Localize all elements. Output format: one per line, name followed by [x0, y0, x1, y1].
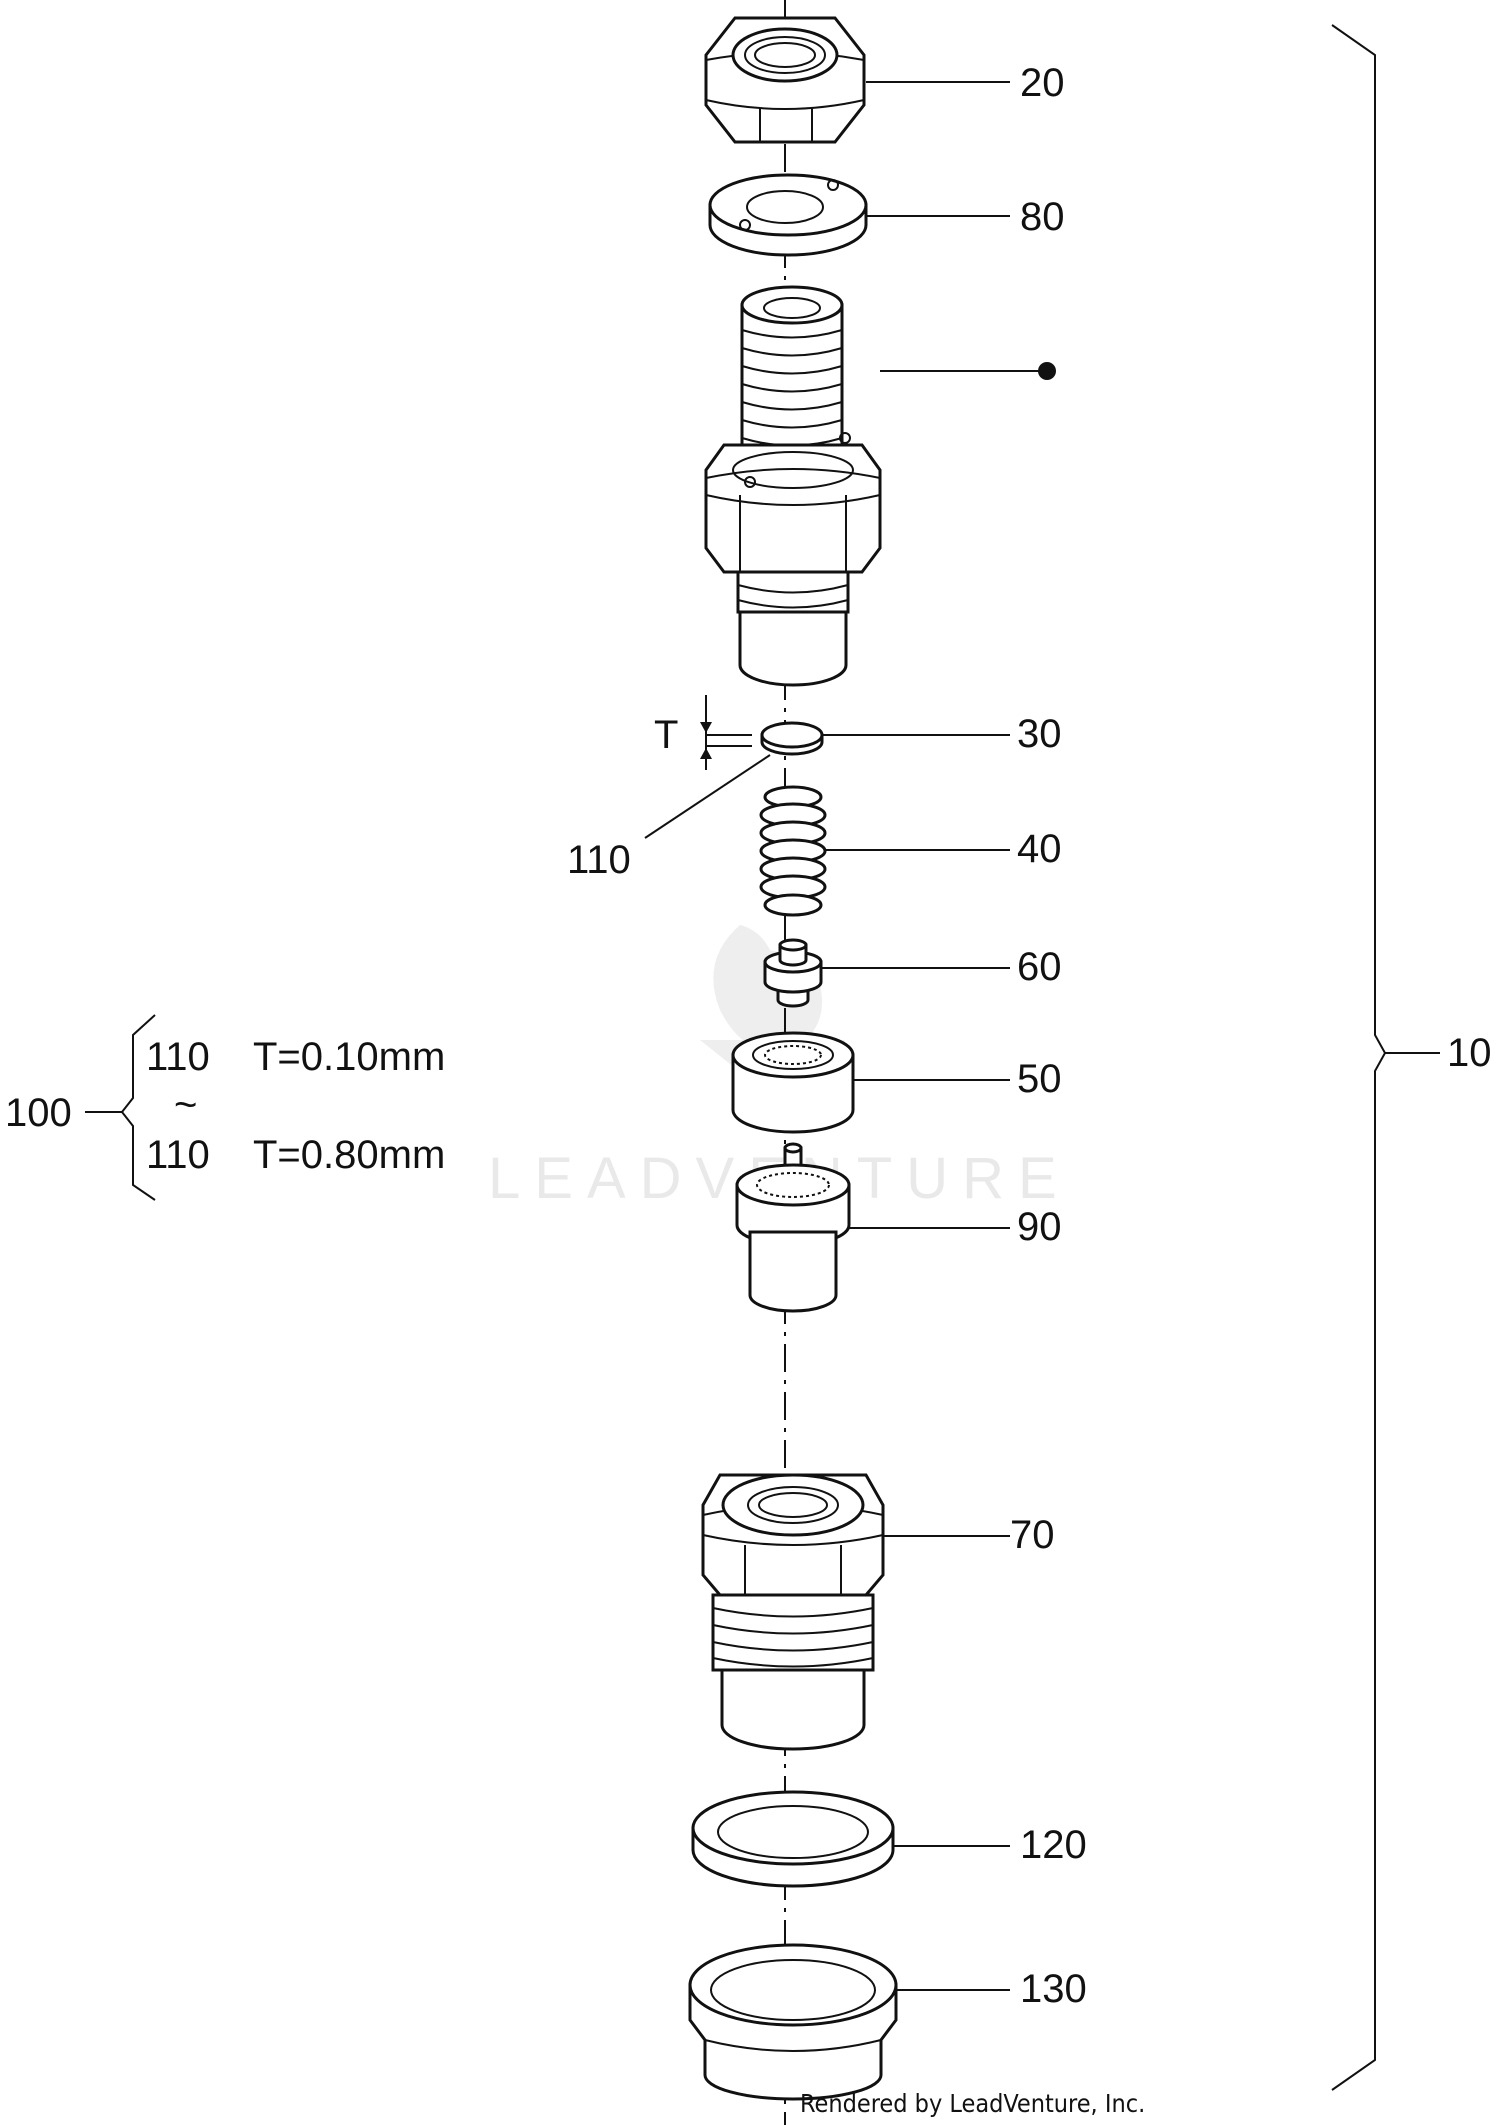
part-nozzle-90[interactable] — [735, 1142, 851, 1313]
callout-70: 70 — [1010, 1513, 1055, 1557]
callout-110: 110 — [567, 838, 631, 882]
callout-20: 20 — [1020, 61, 1065, 105]
thickness-dimension: T — [654, 695, 752, 770]
callout-90: 90 — [1017, 1205, 1062, 1249]
shim-row2-part: 110 — [146, 1133, 210, 1177]
assembly-bracket — [1331, 24, 1387, 2091]
part-gasket-120[interactable] — [691, 1790, 895, 1888]
leader-lines — [85, 81, 1440, 1991]
callout-130: 130 — [1020, 1967, 1087, 2011]
part-washer-80[interactable] — [708, 173, 868, 257]
part-bearing-50[interactable] — [731, 1031, 855, 1134]
shim-row2-spec: T=0.80mm — [253, 1133, 445, 1177]
callout-120: 120 — [1020, 1823, 1087, 1867]
shim-range-symbol: ~ — [174, 1083, 197, 1127]
render-credit: Rendered by LeadVenture, Inc. — [800, 2089, 1145, 2118]
part-valve-60[interactable] — [763, 938, 823, 1008]
shim-row1-spec: T=0.10mm — [253, 1035, 445, 1079]
part-hex-nut-20[interactable] — [704, 16, 866, 144]
callout-60: 60 — [1017, 945, 1062, 989]
callout-10: 10 — [1447, 1031, 1492, 1075]
callout-100: 100 — [5, 1091, 72, 1135]
part-sleeve-130[interactable] — [688, 1943, 898, 2101]
thickness-label: T — [654, 713, 678, 757]
shim-spec-table: 110 T=0.10mm ~ 110 T=0.80mm — [146, 1035, 445, 1177]
part-shim-30[interactable] — [760, 721, 824, 756]
part-retaining-nut-70[interactable] — [701, 1473, 885, 1751]
callout-40: 40 — [1017, 827, 1062, 871]
callout-50: 50 — [1017, 1057, 1062, 1101]
part-valve-holder-body[interactable] — [704, 285, 882, 687]
shim-row1-part: 110 — [146, 1035, 210, 1079]
part-spring-40[interactable] — [759, 785, 827, 917]
callout-80: 80 — [1020, 195, 1065, 239]
shim-range-bracket — [120, 1014, 156, 1201]
callout-30: 30 — [1017, 712, 1062, 756]
assembly-marker-dot — [1038, 362, 1056, 380]
